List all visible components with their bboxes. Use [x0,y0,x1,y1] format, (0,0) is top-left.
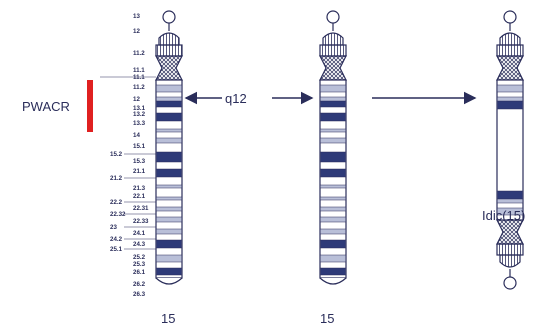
p-arm-band [497,45,523,56]
p-arm-band [497,244,523,255]
q-arm-band [321,152,346,162]
band-label: 22.2 [110,199,123,206]
q-arm-band [157,240,182,248]
band-label: 12 [133,28,140,35]
satellite [504,277,516,289]
idic-band [498,97,523,101]
band-label: 26.1 [133,269,146,276]
q-arm-band [321,101,346,107]
q-arm-band [157,197,182,200]
q-arm-end [156,278,182,284]
satellite [504,11,516,23]
band-label: 11.2 [133,84,145,91]
idic-band [498,191,523,199]
q-arm-band [157,169,182,177]
q-arm-band [157,207,182,211]
band-label: 11.1 [133,74,145,81]
idic15-chromosome [497,11,523,289]
q-arm-band [157,152,182,162]
pwacr-region-bar [87,80,93,132]
band-label: 24.2 [110,236,123,243]
q-arm-band [321,97,346,101]
band-label: 13.3 [133,120,146,127]
q-arm-band [157,255,182,262]
q-arm-band [157,268,182,275]
p-arm-stalk [500,33,520,45]
idic15-label: Idic(15) [482,208,525,223]
band-label: 11.2 [133,50,145,57]
q-arm-band [321,185,346,188]
band-label: 23 [110,224,117,231]
centromere [497,220,523,244]
idic-band [498,85,523,92]
q-arm [320,80,346,278]
q-arm-band [157,97,182,101]
q-arm-band [157,185,182,188]
p-arm-stalk [500,255,520,267]
q-arm-band [321,240,346,248]
chromosome-15-left [156,11,182,284]
band-label: 22.1 [133,193,146,200]
band-label: 13.2 [133,111,146,118]
q-arm-band [157,138,182,143]
q-arm-band [321,207,346,211]
band-label: 14 [133,132,140,139]
centromere [156,56,182,80]
q-arm-band [157,113,182,121]
idic-band [498,199,523,203]
band-label: 22.31 [133,205,149,212]
satellite [327,11,339,23]
band-label: 21.2 [110,175,123,182]
q-arm-band [321,138,346,143]
band-label: 15.2 [110,151,123,158]
q-arm-band [157,101,182,107]
p-arm-band [156,45,182,56]
band-label: 15.1 [133,143,146,150]
band-label: 24.1 [133,230,146,237]
p-arm-stalk [159,33,179,45]
band-label: 11.1 [133,67,145,74]
q-arm-band [157,229,182,234]
centromere [497,56,523,80]
q-arm-band [321,197,346,200]
band-label: 15.3 [133,158,146,165]
chromosome-label-middle: 15 [320,311,334,326]
q-arm-band [321,217,346,222]
pwacr-label: PWACR [22,99,70,114]
q-arm-band [321,129,346,132]
band-label: 25.1 [110,246,123,253]
q-arm-band [321,229,346,234]
chromosome-label-left: 15 [161,311,175,326]
band-label: 26.3 [133,291,146,298]
band-label: 21.1 [133,168,146,175]
q12-label: q12 [225,91,247,106]
q-arm-band [321,255,346,262]
band-label: 24.3 [133,241,146,248]
q-arm-band [157,217,182,222]
band-labels: 131211.211.111.111.21213.113.213.31415.1… [100,13,156,298]
band-label: 25.3 [133,261,146,268]
q-arm-band [321,85,346,92]
q-arm-band [321,113,346,121]
band-label: 12 [133,96,140,103]
q-arm-band [157,85,182,92]
q-arm [156,80,182,278]
idic-band [498,101,523,109]
q-arm-band [321,268,346,275]
chromosome-15-middle [320,11,346,284]
centromere [320,56,346,80]
band-label: 22.33 [133,218,149,225]
band-label: 26.2 [133,281,146,288]
satellite [163,11,175,23]
p-arm-band [320,45,346,56]
band-label: 22.32 [110,211,126,218]
q-arm-band [157,129,182,132]
q-arm-band [321,169,346,177]
band-label: 21.3 [133,185,146,192]
q-arm-end [320,278,346,284]
p-arm-stalk [323,33,343,45]
band-label: 13 [133,13,140,20]
band-label: 25.2 [133,254,146,261]
